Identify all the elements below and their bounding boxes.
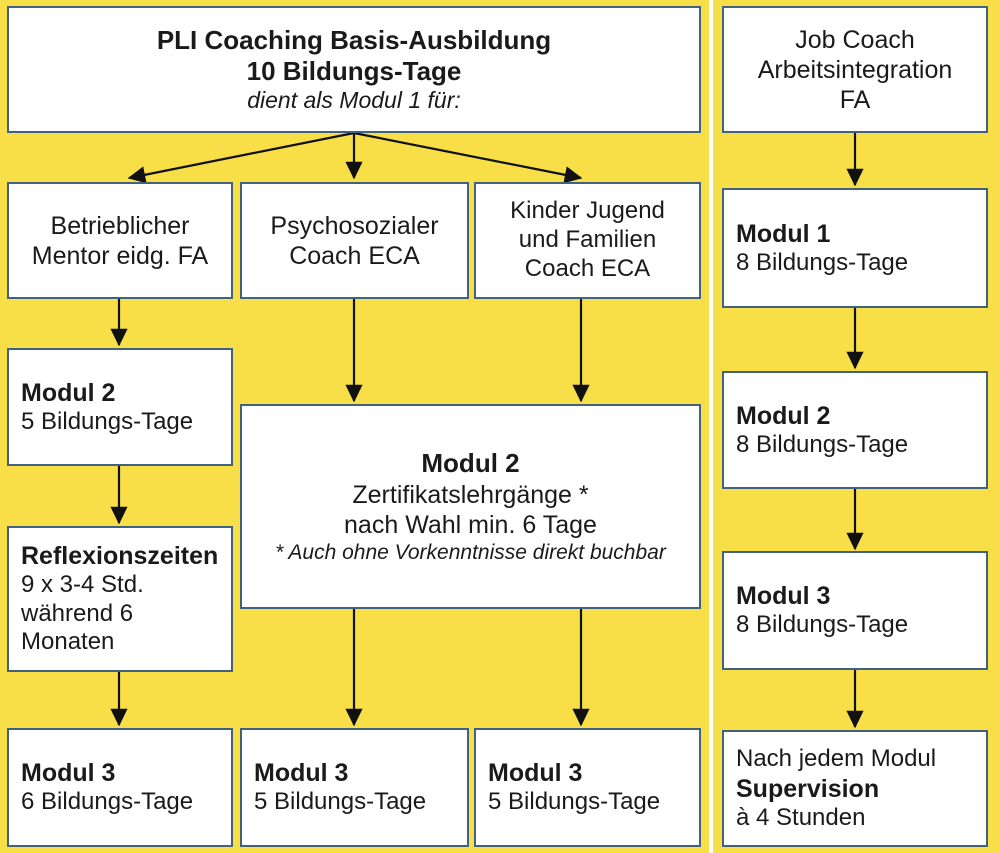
module-box-shared-modul2: Modul 2 Zertifikatslehrgänge * nach Wahl… [240, 404, 701, 609]
track-line-2: Mentor eidg. FA [31, 241, 209, 270]
supervision-line-1: Nach jedem Modul [736, 744, 937, 772]
track-line-2: Coach ECA [289, 241, 420, 270]
module-detail: 6 Bildungs-Tage [21, 788, 194, 816]
module-box-modul3-mentor: Modul 3 6 Bildungs-Tage [7, 728, 233, 847]
header-line-3: FA [839, 85, 871, 114]
track-line-1: Psychosozialer [270, 211, 439, 240]
header-box-job-coach: Job Coach Arbeitsintegration FA [722, 6, 988, 133]
shared-modul2-title: Modul 2 [421, 448, 520, 479]
reflexion-title: Reflexionszeiten [21, 541, 219, 570]
module-detail: 8 Bildungs-Tage [736, 611, 909, 639]
module-title: Modul 3 [488, 759, 583, 788]
supervision-line-3: à 4 Stunden [736, 803, 866, 831]
supervision-title: Supervision [736, 774, 880, 803]
module-box-modul3-psychosozial: Modul 3 5 Bildungs-Tage [240, 728, 469, 847]
module-box-mentor-modul2: Modul 2 5 Bildungs-Tage [7, 348, 233, 466]
track-line-2: und Familien [518, 226, 657, 254]
module-box-jc-modul1: Modul 1 8 Bildungs-Tage [722, 188, 988, 308]
module-detail: 5 Bildungs-Tage [488, 788, 661, 816]
module-box-jc-modul2: Modul 2 8 Bildungs-Tage [722, 371, 988, 489]
track-box-betrieblicher-mentor: Betrieblicher Mentor eidg. FA [7, 182, 233, 299]
module-box-jc-modul3: Modul 3 8 Bildungs-Tage [722, 551, 988, 670]
module-detail: 5 Bildungs-Tage [21, 407, 194, 435]
module-detail: 5 Bildungs-Tage [254, 788, 427, 816]
shared-modul2-line-1: Zertifikatslehrgänge * [352, 480, 589, 509]
column-divider [709, 0, 713, 853]
module-title: Modul 3 [736, 582, 831, 611]
track-line-3: Coach ECA [524, 254, 651, 282]
module-detail: 8 Bildungs-Tage [736, 430, 909, 458]
reflexion-line-3: Monaten [21, 628, 115, 656]
reflexion-line-2: während 6 [21, 599, 134, 627]
header-line-2: Arbeitsintegration [757, 55, 953, 84]
module-detail: 8 Bildungs-Tage [736, 248, 909, 276]
module-box-supervision: Nach jedem Modul Supervision à 4 Stunden [722, 730, 988, 847]
module-box-reflexionszeiten: Reflexionszeiten 9 x 3-4 Std. während 6 … [7, 526, 233, 672]
shared-modul2-footnote: * Auch ohne Vorkenntnisse direkt buchbar [275, 540, 666, 564]
header-line-2: 10 Bildungs-Tage [246, 55, 462, 86]
track-line-1: Kinder Jugend [510, 197, 665, 225]
module-title: Modul 3 [254, 759, 349, 788]
reflexion-line-1: 9 x 3-4 Std. [21, 570, 144, 598]
track-box-psychosozialer-coach: Psychosozialer Coach ECA [240, 182, 469, 299]
shared-modul2-line-2: nach Wahl min. 6 Tage [344, 510, 597, 539]
module-title: Modul 1 [736, 219, 831, 248]
module-box-modul3-kinder-jugend: Modul 3 5 Bildungs-Tage [474, 728, 701, 847]
module-title: Modul 3 [21, 759, 116, 788]
track-box-kinder-jugend-familien: Kinder Jugend und Familien Coach ECA [474, 182, 701, 299]
module-title: Modul 2 [736, 401, 831, 430]
track-line-1: Betrieblicher [50, 211, 190, 240]
header-box-pli: PLI Coaching Basis-Ausbildung 10 Bildung… [7, 6, 701, 133]
module-title: Modul 2 [21, 378, 116, 407]
header-line-1: Job Coach [795, 25, 915, 54]
header-line-3: dient als Modul 1 für: [247, 86, 461, 113]
header-line-1: PLI Coaching Basis-Ausbildung [156, 24, 552, 55]
